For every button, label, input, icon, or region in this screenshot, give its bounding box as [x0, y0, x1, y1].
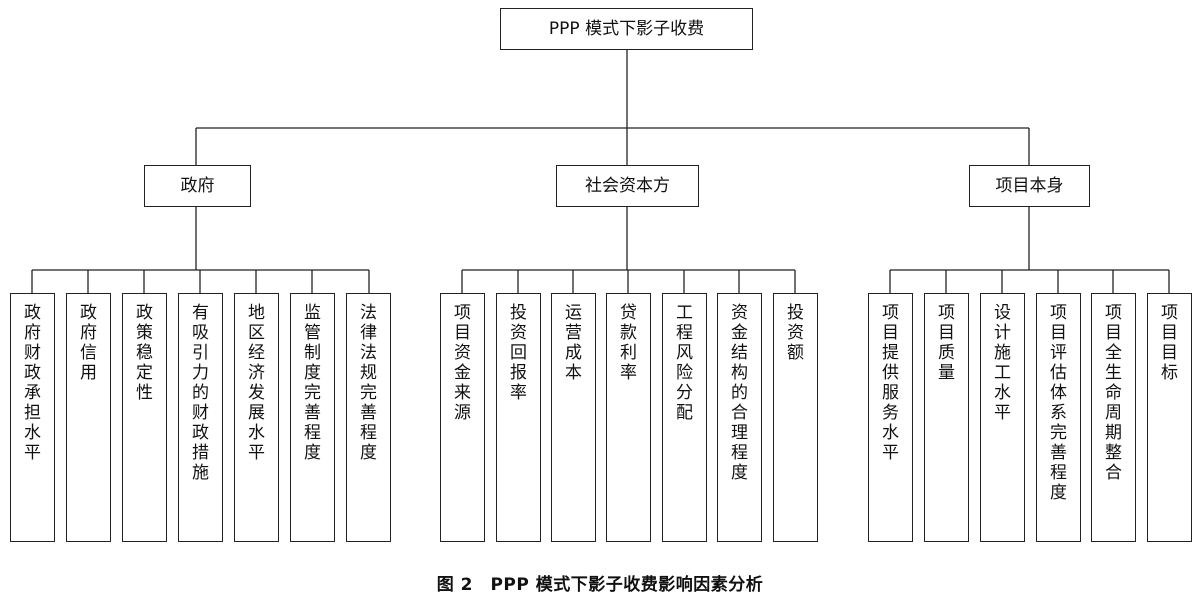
- factor-label: 项目全生命周期整合: [1105, 303, 1122, 483]
- factor-label: 项目资金来源: [454, 303, 471, 423]
- factor-box: 有吸引力的财政措施: [178, 293, 223, 542]
- factor-box: 投资额: [773, 293, 818, 542]
- factor-box: 政策稳定性: [122, 293, 167, 542]
- category-government: 政府: [144, 165, 251, 207]
- factor-box: 监管制度完善程度: [290, 293, 335, 542]
- factor-label: 监管制度完善程度: [304, 303, 321, 463]
- factor-box: 设计施工水平: [980, 293, 1025, 542]
- factor-box: 项目目标: [1147, 293, 1192, 542]
- factor-label: 法律法规完善程度: [360, 303, 377, 463]
- factor-label: 投资额: [787, 303, 804, 363]
- factor-box: 地区经济发展水平: [234, 293, 279, 542]
- factor-label: 设计施工水平: [994, 303, 1011, 423]
- factor-box: 项目评估体系完善程度: [1036, 293, 1081, 542]
- figure-caption: 图 2 PPP 模式下影子收费影响因素分析: [436, 575, 764, 595]
- factor-label: 工程风险分配: [676, 303, 693, 423]
- factor-box: 项目资金来源: [440, 293, 485, 542]
- category-label: 政府: [180, 175, 215, 196]
- factor-box: 贷款利率: [606, 293, 651, 542]
- root-node: PPP 模式下影子收费: [500, 8, 753, 50]
- factor-box: 运营成本: [551, 293, 596, 542]
- factor-label: 贷款利率: [620, 303, 637, 383]
- factor-label: 政府财政承担水平: [24, 303, 41, 463]
- factor-label: 有吸引力的财政措施: [192, 303, 209, 483]
- factor-box: 工程风险分配: [662, 293, 707, 542]
- factor-label: 项目质量: [938, 303, 955, 383]
- factor-label: 运营成本: [565, 303, 582, 383]
- factor-label: 项目目标: [1161, 303, 1178, 383]
- factor-label: 政策稳定性: [136, 303, 153, 403]
- category-label: 项目本身: [995, 175, 1064, 196]
- factor-box: 法律法规完善程度: [346, 293, 391, 542]
- category-project: 项目本身: [969, 165, 1090, 207]
- factor-box: 政府信用: [66, 293, 111, 542]
- factor-label: 资金结构的合理程度: [731, 303, 748, 483]
- factor-box: 政府财政承担水平: [10, 293, 55, 542]
- factor-box: 项目质量: [924, 293, 969, 542]
- factor-label: 地区经济发展水平: [248, 303, 265, 463]
- factor-box: 投资回报率: [496, 293, 541, 542]
- factor-label: 投资回报率: [510, 303, 527, 403]
- factor-label: 政府信用: [80, 303, 97, 383]
- factor-box: 项目全生命周期整合: [1091, 293, 1136, 542]
- category-social-capital: 社会资本方: [556, 165, 699, 207]
- factor-box: 项目提供服务水平: [868, 293, 913, 542]
- root-label: PPP 模式下影子收费: [548, 18, 705, 39]
- factor-label: 项目提供服务水平: [882, 303, 899, 463]
- factor-box: 资金结构的合理程度: [717, 293, 762, 542]
- factor-label: 项目评估体系完善程度: [1050, 303, 1067, 503]
- category-label: 社会资本方: [585, 175, 670, 196]
